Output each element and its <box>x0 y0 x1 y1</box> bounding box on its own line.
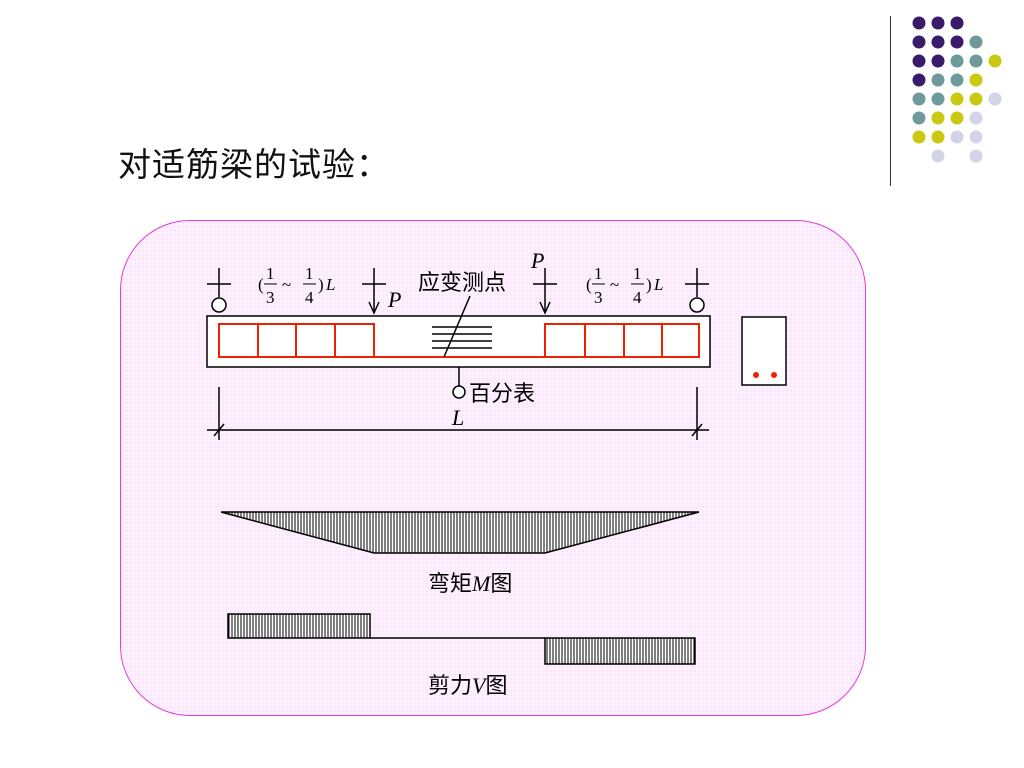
decor-dot <box>988 54 1002 68</box>
svg-text:1: 1 <box>266 264 275 283</box>
strain-point-label: 应变测点 <box>418 270 506 295</box>
decor-dot <box>931 130 945 144</box>
dial-gauge-label: 百分表 <box>469 381 535 406</box>
decor-dot <box>969 73 983 87</box>
svg-text:(: ( <box>258 275 264 294</box>
decor-dot <box>931 149 945 163</box>
decor-dot <box>931 92 945 106</box>
decor-dot <box>950 35 964 49</box>
span-dimension-line <box>207 387 709 440</box>
right-support <box>685 268 709 313</box>
decor-dot <box>969 92 983 106</box>
span-fraction-right: ( 1 3 ~ 1 4 ) L <box>586 264 663 307</box>
svg-text:): ) <box>646 275 652 294</box>
decor-dot <box>969 149 983 163</box>
svg-text:(: ( <box>586 275 592 294</box>
decor-dot <box>912 35 926 49</box>
svg-text:1: 1 <box>633 264 642 283</box>
decor-dot <box>969 35 983 49</box>
slide-title: 对适筋梁的试验： <box>118 145 390 184</box>
svg-text:4: 4 <box>305 288 314 307</box>
shear-force-diagram <box>227 613 696 665</box>
decor-dot <box>912 73 926 87</box>
svg-text:~: ~ <box>282 275 291 294</box>
svg-text:4: 4 <box>633 288 642 307</box>
decor-dot <box>969 54 983 68</box>
svg-text:~: ~ <box>610 275 619 294</box>
decor-dot <box>931 16 945 30</box>
decor-dot <box>912 92 926 106</box>
decor-dot <box>950 111 964 125</box>
strain-gauge-mark <box>432 295 492 358</box>
svg-text:3: 3 <box>594 288 603 307</box>
decor-dot <box>912 111 926 125</box>
dial-gauge <box>452 367 466 399</box>
divider-line <box>890 16 891 186</box>
span-fraction-left: ( 1 3 ~ 1 4 ) L <box>258 264 335 307</box>
bending-moment-diagram <box>220 511 700 554</box>
decor-dot <box>912 54 926 68</box>
decor-dot <box>931 54 945 68</box>
decor-dot <box>931 111 945 125</box>
svg-text:): ) <box>318 275 324 294</box>
svg-text:L: L <box>325 275 335 294</box>
load-label-left: P <box>387 287 401 312</box>
decor-dot <box>912 16 926 30</box>
rebar-cage <box>218 323 700 358</box>
svg-text:3: 3 <box>266 288 275 307</box>
dot-grid-decoration <box>912 16 1002 163</box>
left-load-arrow <box>362 268 386 315</box>
decor-dot <box>969 130 983 144</box>
decor-dot <box>950 92 964 106</box>
beam-cross-section <box>741 316 787 386</box>
decor-dot <box>950 54 964 68</box>
decor-dot <box>912 130 926 144</box>
shear-diagram-caption: 剪力V图 <box>428 673 507 698</box>
moment-diagram-caption: 弯矩M图 <box>428 571 512 596</box>
decor-dot <box>931 73 945 87</box>
decor-dot <box>950 16 964 30</box>
decor-dot <box>969 111 983 125</box>
left-support <box>207 268 231 313</box>
decor-dot <box>950 73 964 87</box>
decor-dot <box>950 130 964 144</box>
svg-text:1: 1 <box>305 264 314 283</box>
svg-text:L: L <box>653 275 663 294</box>
span-length-label: L <box>451 405 464 430</box>
diagram-frame <box>120 220 866 716</box>
decor-dot <box>931 35 945 49</box>
svg-text:1: 1 <box>594 264 603 283</box>
load-label-right: P <box>530 248 544 273</box>
decor-dot <box>988 92 1002 106</box>
right-load-arrow <box>533 268 557 315</box>
